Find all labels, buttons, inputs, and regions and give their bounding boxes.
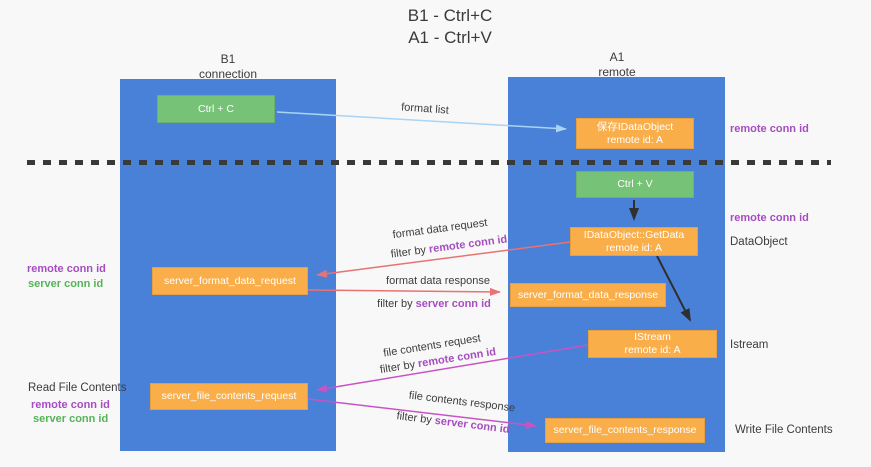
label-left-bottom-remote-conn-id: remote conn id	[31, 399, 110, 411]
node-ctrl-v-label: Ctrl + V	[617, 178, 653, 190]
label-left-remote-conn-id: remote conn id	[27, 263, 106, 275]
node-save-idataobject-line2: remote id: A	[606, 133, 664, 146]
format-data-response-arrow	[307, 287, 501, 296]
lane-header-a1: A1 remote	[598, 50, 635, 80]
server-conn-id-text: server conn id	[434, 414, 511, 436]
lane-header-a1-name: A1	[609, 50, 625, 64]
label-right-top-remote-conn-id: remote conn id	[730, 123, 809, 135]
lane-header-b1: B1 connection	[199, 52, 257, 82]
filter-by-text: filter by	[377, 298, 413, 310]
node-istream: IStream remote id: A	[588, 330, 717, 358]
node-istream-line2: remote id: A	[624, 344, 681, 356]
label-left-server-conn-id: server conn id	[28, 278, 104, 290]
edge-label-file-contents-response: file contents response	[408, 389, 516, 415]
lane-header-b1-name: B1	[220, 52, 236, 66]
filter-by-text: filter by	[390, 244, 427, 261]
node-ctrl-c: Ctrl + C	[157, 95, 275, 123]
filter-by-text: filter by	[395, 410, 433, 427]
edge-label-format-data-response: format data response	[386, 275, 490, 287]
node-server-file-contents-request: server_file_contents_request	[150, 383, 308, 410]
label-istream: Istream	[730, 339, 769, 351]
label-right-mid-remote-conn-id: remote conn id	[730, 212, 809, 224]
filter-by-text: filter by	[379, 358, 417, 377]
title-line-1: B1 - Ctrl+C	[407, 6, 493, 25]
label-read-file-contents: Read File Contents	[28, 382, 127, 394]
node-idataobject-getdata: IDataObject::GetData remote id: A	[570, 227, 698, 256]
node-server-format-data-request-label: server_format_data_request	[164, 274, 296, 287]
label-write-file-contents: Write File Contents	[735, 424, 833, 436]
node-ctrl-v: Ctrl + V	[576, 171, 694, 198]
node-istream-line1: IStream	[634, 331, 671, 343]
node-idataobject-getdata-line1: IDataObject::GetData	[583, 228, 685, 241]
edge-label-format-list: format list	[400, 101, 450, 117]
node-server-file-contents-request-label: server_file_contents_request	[161, 390, 297, 402]
node-save-idataobject-line1: 保存IDataObject	[596, 120, 674, 133]
node-save-idataobject: 保存IDataObject remote id: A	[576, 118, 694, 149]
node-server-format-data-response: server_format_data_response	[510, 283, 666, 307]
edge-label-filter-server-2: filter by server conn id	[396, 410, 510, 436]
edge-label-filter-server-1: filter by server conn id	[377, 298, 491, 310]
node-ctrl-c-label: Ctrl + C	[198, 102, 234, 115]
diagram-title: B1 - Ctrl+C A1 - Ctrl+V	[408, 5, 493, 49]
node-idataobject-getdata-line2: remote id: A	[605, 241, 663, 254]
node-server-format-data-request: server_format_data_request	[152, 267, 308, 295]
label-dataobject: DataObject	[730, 236, 788, 248]
remote-conn-id-text: remote conn id	[428, 233, 508, 256]
title-line-2: A1 - Ctrl+V	[408, 28, 492, 47]
lane-header-a1-role: remote	[598, 65, 636, 79]
lane-header-b1-role: connection	[198, 67, 258, 81]
node-server-format-data-response-label: server_format_data_response	[517, 288, 659, 301]
node-server-file-contents-response: server_file_contents_response	[545, 418, 705, 443]
node-server-file-contents-response-label: server_file_contents_response	[553, 424, 697, 436]
label-left-bottom-server-conn-id: server conn id	[33, 413, 109, 425]
server-conn-id-text: server conn id	[415, 298, 491, 310]
phase-separator-dashed-line	[27, 160, 831, 165]
